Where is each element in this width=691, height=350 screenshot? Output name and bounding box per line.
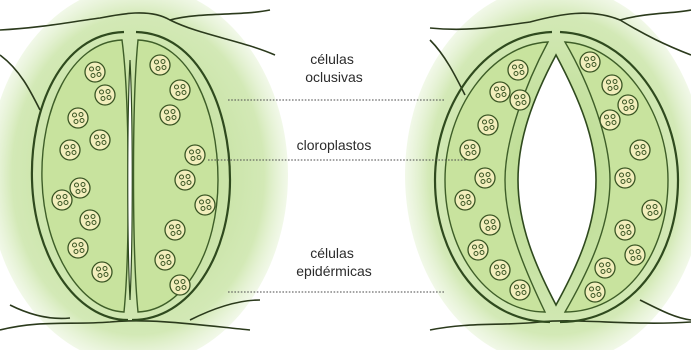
chloroplast [600, 110, 620, 130]
chloroplast [510, 280, 530, 300]
chloroplast [455, 190, 475, 210]
chloroplast [95, 85, 115, 105]
chloroplast [70, 178, 90, 198]
chloroplast [175, 170, 195, 190]
chloroplast [85, 62, 105, 82]
label-guard-cells: células oclusivas [305, 51, 363, 85]
chloroplast [90, 130, 110, 150]
label-chloroplasts: cloroplastos [297, 137, 372, 153]
chloroplast [150, 55, 170, 75]
chloroplast [615, 168, 635, 188]
label-epidermal-cells: células epidérmicas [296, 245, 371, 279]
chloroplast [490, 82, 510, 102]
chloroplast [490, 260, 510, 280]
chloroplast [80, 210, 100, 230]
label-epidermal-cells-line2: epidérmicas [296, 263, 371, 279]
chloroplast [580, 52, 600, 72]
chloroplast [480, 215, 500, 235]
chloroplast [68, 108, 88, 128]
label-guard-cells-line1: células [310, 51, 354, 67]
chloroplast [625, 245, 645, 265]
chloroplast [165, 220, 185, 240]
chloroplast [468, 240, 488, 260]
chloroplast [618, 95, 638, 115]
chloroplast [52, 190, 72, 210]
chloroplast [460, 140, 480, 160]
open-stoma [405, 0, 691, 350]
chloroplast [585, 282, 605, 302]
label-epidermal-cells-line1: células [310, 245, 354, 261]
chloroplast [195, 195, 215, 215]
chloroplast [508, 60, 528, 80]
label-guard-cells-line2: oclusivas [305, 69, 363, 85]
chloroplast [510, 90, 530, 110]
chloroplast [642, 200, 662, 220]
chloroplast [155, 250, 175, 270]
chloroplast [602, 75, 622, 95]
chloroplast [595, 258, 615, 278]
chloroplast [160, 105, 180, 125]
chloroplast [60, 140, 80, 160]
chloroplast [475, 168, 495, 188]
chloroplast [170, 275, 190, 295]
chloroplast [68, 238, 88, 258]
chloroplast [92, 262, 112, 282]
chloroplast [615, 220, 635, 240]
closed-pore [128, 60, 133, 300]
chloroplast [630, 140, 650, 160]
chloroplast [170, 80, 190, 100]
closed-stoma [0, 0, 288, 350]
chloroplast [185, 145, 205, 165]
chloroplast [478, 115, 498, 135]
